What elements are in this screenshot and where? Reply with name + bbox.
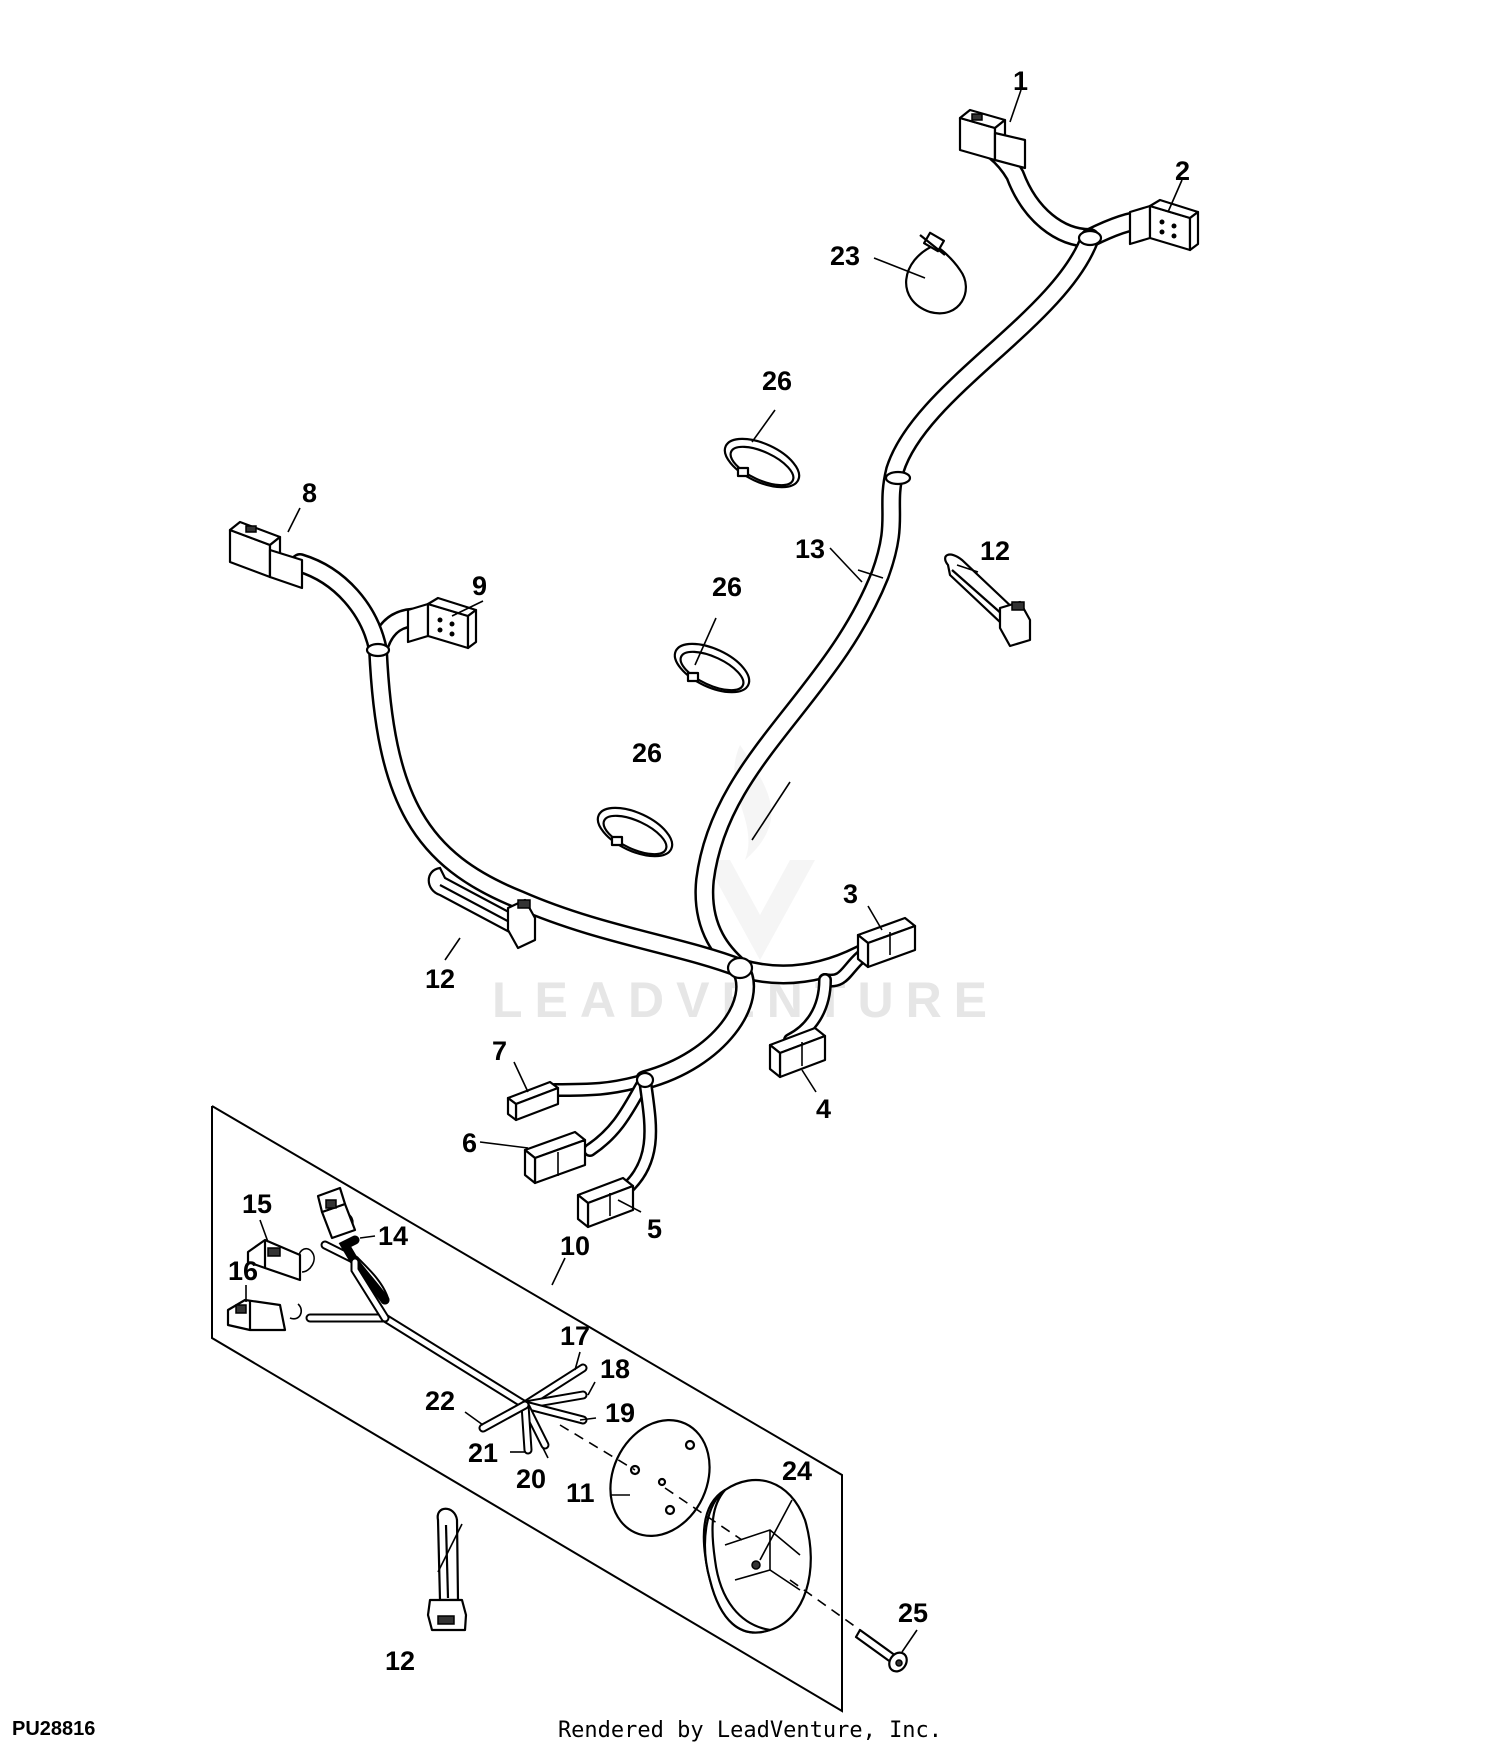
callout-21: 21: [468, 1438, 498, 1468]
callout-20: 20: [516, 1464, 546, 1494]
connector-16: [226, 1298, 287, 1332]
callout-23: 23: [830, 241, 860, 271]
connector-4: [768, 1026, 827, 1079]
callout-13: 13: [795, 534, 825, 564]
connector-6: [523, 1130, 587, 1185]
connector-7: [506, 1080, 560, 1122]
callout-26-bottom: 26: [632, 738, 662, 768]
clip-12-bottom: [426, 1507, 468, 1632]
bolt-25: [854, 1628, 908, 1673]
connector-1: [958, 108, 1027, 170]
gasket-11: [609, 1419, 711, 1537]
assembly-axis: [559, 1424, 861, 1631]
callout-11: 11: [566, 1478, 595, 1508]
callout-12-left: 12: [425, 964, 455, 994]
callout-12-right: 12: [980, 536, 1010, 566]
detail-frame: [211, 1105, 843, 1713]
callouts: 1 2 3 4 5 6 7 8 9 10 11 12 12 12 13 14 1…: [228, 66, 1190, 1676]
lamp-housing-24: [702, 1478, 812, 1634]
connector-8: [228, 520, 304, 590]
clip-12-left: [427, 866, 537, 950]
clip-12-right: [944, 553, 1032, 648]
connector-9: [406, 596, 478, 650]
leader-lines: [245, 89, 1183, 1653]
cable-tie-23: [905, 231, 967, 315]
connector-14: [316, 1186, 357, 1240]
connector-2: [1128, 198, 1200, 252]
callout-26-top: 26: [762, 366, 792, 396]
callout-16: 16: [228, 1256, 258, 1286]
callout-1: 1: [1013, 66, 1028, 96]
callout-10: 10: [560, 1231, 590, 1261]
callout-7: 7: [492, 1036, 507, 1066]
connector-15: [246, 1238, 302, 1282]
callout-4: 4: [816, 1094, 831, 1124]
figure-id: PU28816: [12, 1718, 96, 1740]
callout-19: 19: [605, 1398, 635, 1428]
callout-25: 25: [898, 1598, 928, 1628]
render-credit: Rendered by LeadVenture, Inc.: [557, 1718, 943, 1743]
callout-18: 18: [600, 1354, 630, 1384]
callout-3: 3: [843, 879, 858, 909]
connector-3: [856, 916, 917, 969]
callout-24: 24: [782, 1456, 812, 1486]
callout-8: 8: [302, 478, 317, 508]
callout-22: 22: [425, 1386, 455, 1416]
callout-26-middle: 26: [712, 572, 742, 602]
callout-2: 2: [1175, 156, 1190, 186]
strap-26-bottom: [596, 806, 674, 858]
callout-17: 17: [560, 1321, 590, 1351]
connector-5: [576, 1176, 635, 1229]
strap-26-top: [723, 437, 801, 489]
watermark-logo: [705, 745, 815, 960]
main-harness: [290, 130, 1155, 1197]
callout-12-bottom: 12: [385, 1646, 415, 1676]
callout-6: 6: [462, 1128, 477, 1158]
callout-9: 9: [472, 571, 487, 601]
callout-15: 15: [242, 1189, 272, 1219]
callout-5: 5: [647, 1214, 662, 1244]
callout-14: 14: [378, 1221, 408, 1251]
strap-26-middle: [673, 642, 751, 694]
sub-harness-10: [289, 1213, 588, 1455]
